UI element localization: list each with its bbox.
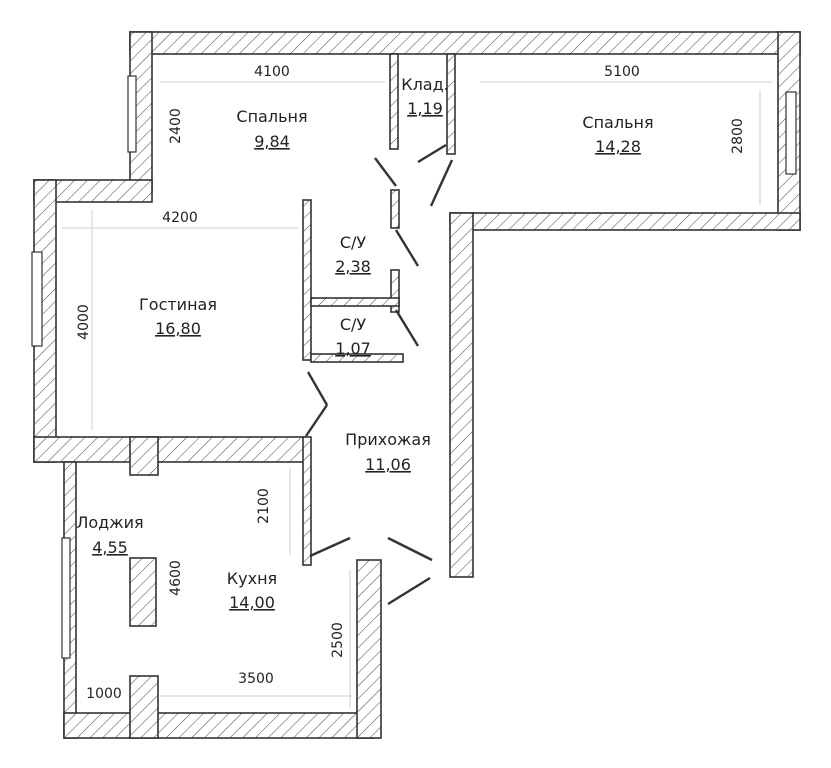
doors bbox=[305, 143, 454, 606]
dim-kitchen-upper: 2100 bbox=[256, 488, 272, 524]
room-name-hall: Прихожая bbox=[345, 430, 431, 449]
dim-living-width: 4200 bbox=[162, 210, 198, 226]
room-area-hall: 11,06 bbox=[365, 455, 411, 474]
room-area-kitchen: 14,00 bbox=[229, 593, 275, 612]
dim-living-depth: 4000 bbox=[76, 304, 92, 340]
dim-bedroom-right-depth: 2800 bbox=[730, 118, 746, 154]
room-area-bath2: 1,07 bbox=[335, 339, 371, 358]
window-bedroom-right bbox=[785, 91, 797, 175]
room-name-kitchen: Кухня bbox=[227, 569, 277, 588]
dim-bedroom-left-width: 4100 bbox=[254, 64, 290, 80]
room-area-bedroom-right: 14,28 bbox=[595, 137, 641, 156]
room-name-bath2: С/У bbox=[340, 315, 367, 334]
room-name-living: Гостиная bbox=[139, 295, 217, 314]
dimension-labels: 4100 5100 4200 3500 1000 2400 2800 4000 … bbox=[76, 64, 746, 702]
dim-kitchen-lower: 2500 bbox=[330, 622, 346, 658]
dim-bedroom-left-depth: 2400 bbox=[168, 108, 184, 144]
room-name-bedroom-left: Спальня bbox=[236, 107, 307, 126]
walls bbox=[33, 31, 801, 739]
windows bbox=[31, 75, 797, 659]
window-bedroom-left bbox=[127, 75, 137, 153]
dimension-guides bbox=[62, 81, 772, 708]
room-name-loggia: Лоджия bbox=[76, 513, 143, 532]
room-area-bath1: 2,38 bbox=[335, 257, 371, 276]
room-area-living: 16,80 bbox=[155, 319, 201, 338]
room-name-bedroom-right: Спальня bbox=[582, 113, 653, 132]
window-loggia bbox=[61, 537, 71, 659]
room-area-loggia: 4,55 bbox=[92, 538, 128, 557]
dim-bedroom-right-width: 5100 bbox=[604, 64, 640, 80]
room-area-bedroom-left: 9,84 bbox=[254, 132, 290, 151]
dim-kitchen-width: 3500 bbox=[238, 671, 274, 687]
dim-loggia-length: 4600 bbox=[168, 560, 184, 596]
window-living bbox=[31, 251, 43, 347]
room-name-storage: Клад. bbox=[401, 75, 449, 94]
room-name-bath1: С/У bbox=[340, 233, 367, 252]
room-area-storage: 1,19 bbox=[407, 99, 443, 118]
dim-loggia-width: 1000 bbox=[86, 686, 122, 702]
room-labels: Спальня 9,84 Клад. 1,19 Спальня 14,28 Го… bbox=[76, 75, 653, 612]
